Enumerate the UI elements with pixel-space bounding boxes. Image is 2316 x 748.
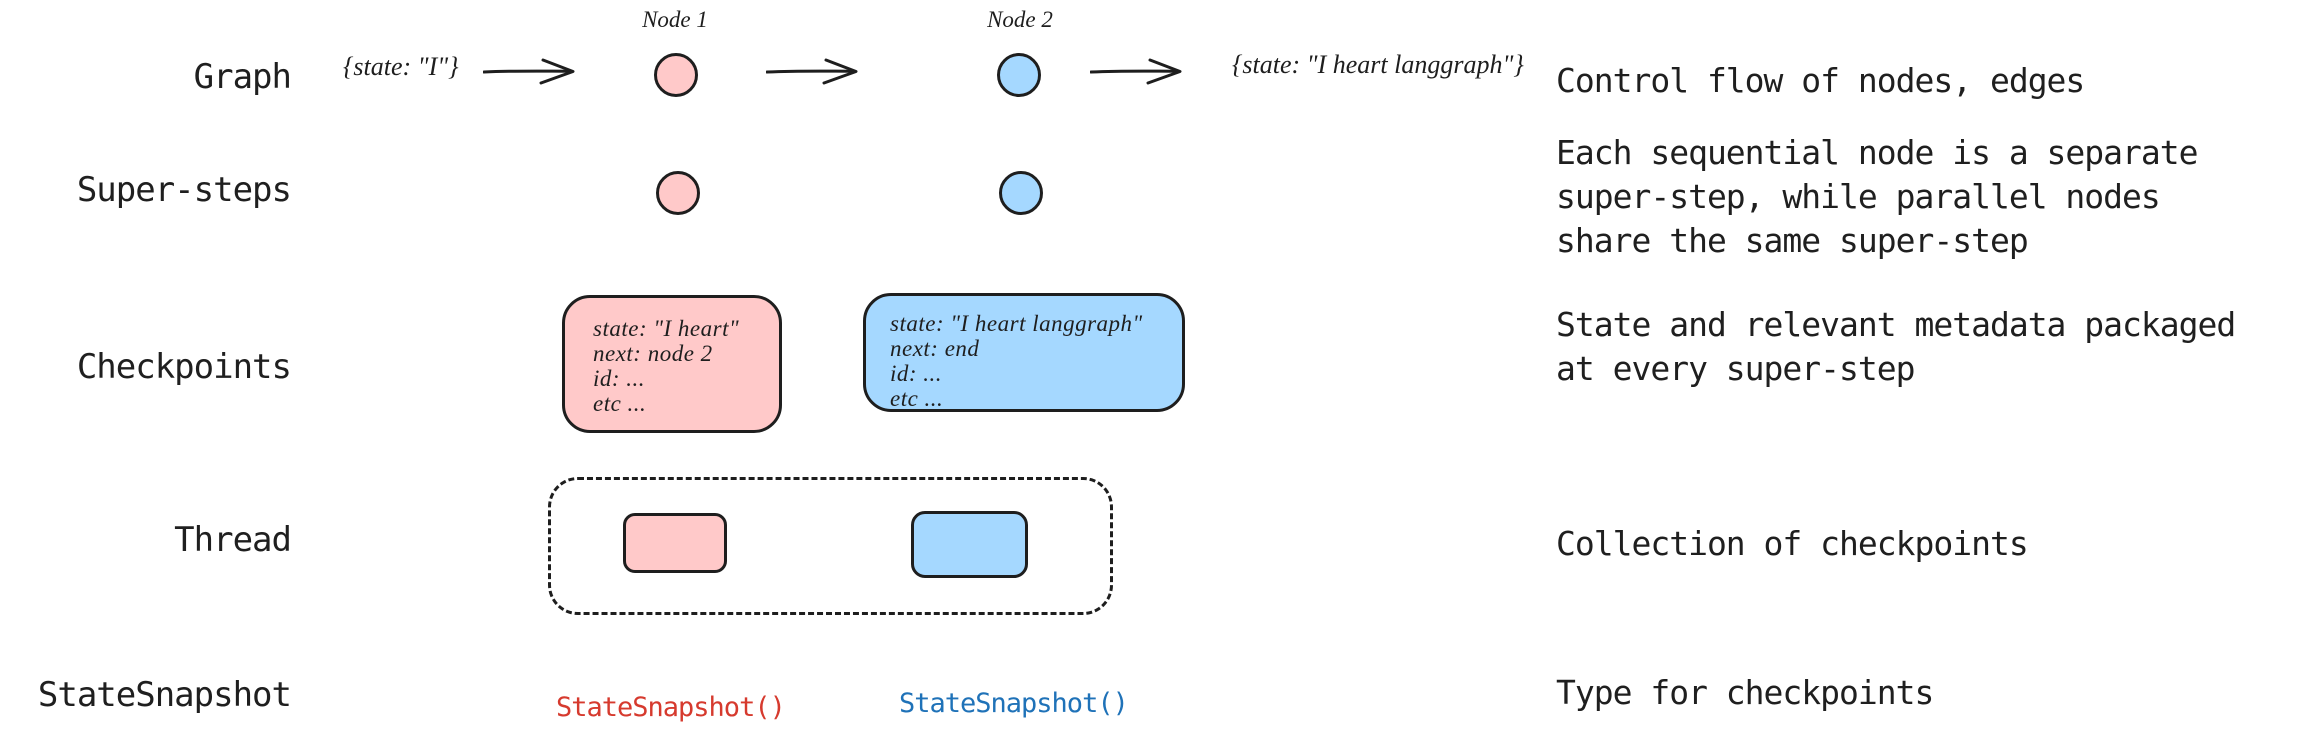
thread-dashed-container [548,477,1113,615]
row-label-statesnapshot: StateSnapshot [37,675,292,715]
thread-checkpoint-1-rect [623,513,727,573]
super-step-2-circle [999,171,1043,215]
output-state-text: {state: "I heart langgraph"} [1232,50,1524,79]
checkpoint-2-etc-line: etc ... [890,386,944,411]
checkpoint-1-state-line: state: "I heart" [593,316,740,341]
desc-super-steps: Each sequential node is a separate super… [1556,131,2296,263]
desc-statesnapshot: Type for checkpoints [1556,671,2296,715]
checkpoint-card-1: state: "I heart" next: node 2 id: ... et… [562,295,782,433]
row-label-thread: Thread [174,520,292,560]
desc-checkpoints-line-2: at every super-step [1556,349,1916,388]
node-1-label: Node 1 [642,7,708,32]
checkpoint-2-next-line: next: end [890,336,980,361]
checkpoint-1-next-line: next: node 2 [593,341,713,366]
row-label-graph: Graph [193,57,292,97]
desc-checkpoints: State and relevant metadata packaged at … [1556,303,2296,391]
desc-thread-line: Collection of checkpoints [1556,524,2029,563]
statesnapshot-code-pink: StateSnapshot() [556,692,786,723]
desc-super-steps-line-3: share the same super-step [1556,221,2029,260]
row-label-checkpoints: Checkpoints [76,347,292,387]
statesnapshot-code-blue: StateSnapshot() [899,688,1129,719]
checkpoint-1-id-line: id: ... [593,366,646,391]
node-1-circle [654,53,698,97]
node-2-label: Node 2 [987,7,1053,32]
checkpoint-2-state-line: state: "I heart langgraph" [890,311,1143,336]
arrow-right-icon [766,58,858,85]
desc-statesnapshot-line: Type for checkpoints [1556,673,1934,712]
node-2-circle [997,53,1041,97]
input-state-text: {state: "I"} [343,52,459,81]
desc-checkpoints-line-1: State and relevant metadata packaged [1556,305,2236,344]
thread-checkpoint-2-rect [911,511,1028,578]
desc-graph: Control flow of nodes, edges [1556,59,2296,103]
desc-graph-line: Control flow of nodes, edges [1556,61,2085,100]
super-step-1-circle [656,171,700,215]
row-label-super-steps: Super-steps [76,170,292,210]
arrow-right-icon [1090,58,1182,85]
checkpoint-card-2: state: "I heart langgraph" next: end id:… [863,293,1185,412]
desc-super-steps-line-2: super-step, while parallel nodes [1556,177,2161,216]
checkpoint-2-id-line: id: ... [890,361,943,386]
desc-thread: Collection of checkpoints [1556,522,2296,566]
arrow-right-icon [483,58,575,85]
desc-super-steps-line-1: Each sequential node is a separate [1556,133,2199,172]
checkpoint-1-etc-line: etc ... [593,391,647,416]
